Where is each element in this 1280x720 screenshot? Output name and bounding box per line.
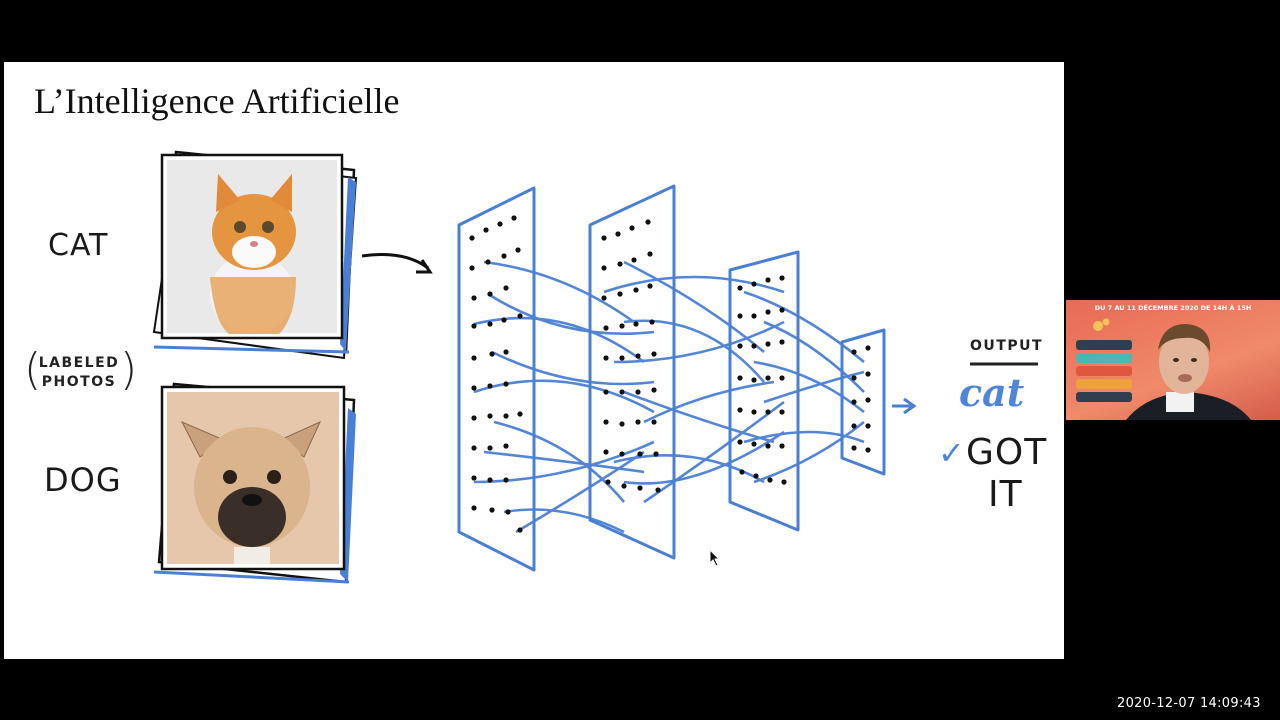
cat-photo-stack [152,150,358,360]
neurons [469,215,871,533]
mouse-cursor-icon [709,549,721,567]
checkmark-icon: ✓ [938,434,965,472]
slide-title: L’Intelligence Artificielle [34,81,400,121]
webcam-overlay: DU 7 AU 11 DÉCEMBRE 2020 DE 14H À 15H [1066,300,1280,420]
layer-2 [588,184,676,560]
timestamp: 2020-12-07 14:09:43 [1117,696,1261,711]
output-label: OUTPUT [970,338,1043,354]
presenter-video [1076,318,1251,420]
cat-photo [210,174,296,334]
layer-1 [457,186,536,572]
cat-label: CAT [48,228,109,263]
connections [473,260,865,534]
labeled-line-1: LABELED [38,355,120,371]
dog-photo-stack [153,382,356,584]
got-text: GOT [966,432,1048,473]
labeled-line-2: PHOTOS [41,374,117,390]
neural-network-diagram [152,150,1038,584]
labeled-photos-note: ( LABELED PHOTOS ) [24,344,137,396]
webcam-banner: DU 7 AU 11 DÉCEMBRE 2020 DE 14H À 15H [1094,304,1252,312]
gear-icon [1093,318,1110,331]
layer-4 [840,328,886,476]
close-paren-icon: ) [120,344,138,395]
open-paren-icon: ( [24,344,42,395]
dog-photo [180,420,322,564]
it-text: IT [988,474,1023,515]
slide: L’Intelligence Artificielle [4,62,1064,659]
layer-3 [728,250,800,532]
input-arrow [361,253,429,270]
output-value: cat [959,370,1025,415]
dog-label: DOG [44,461,122,499]
